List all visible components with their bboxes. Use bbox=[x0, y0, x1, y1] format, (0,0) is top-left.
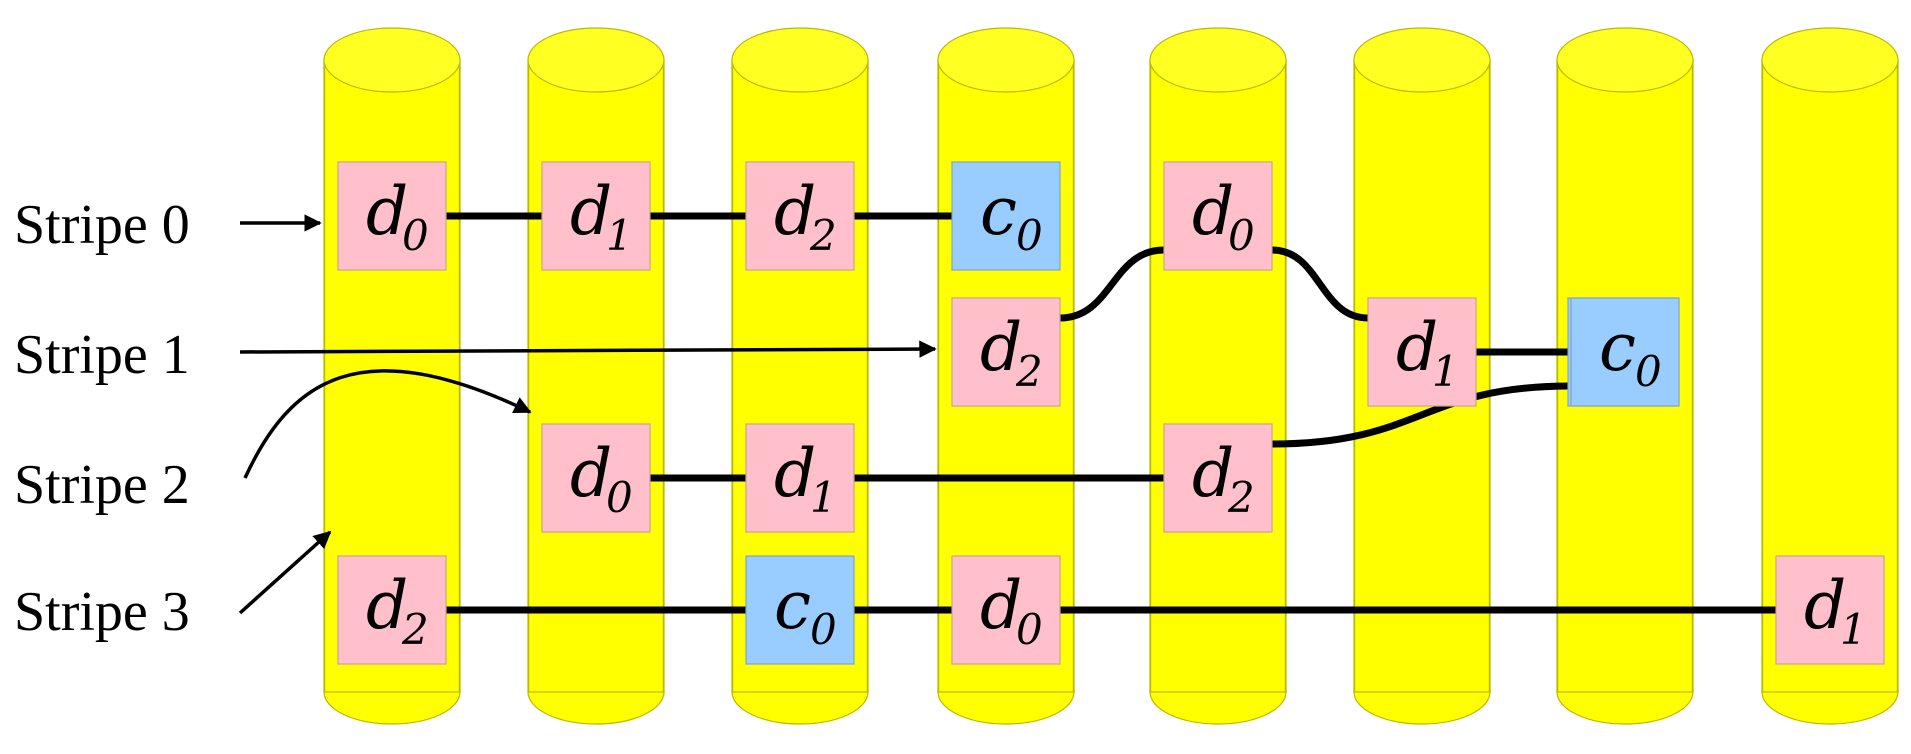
block-letter: d bbox=[366, 173, 408, 250]
block-subscript: 2 bbox=[1015, 347, 1043, 396]
block-letter: d bbox=[980, 309, 1022, 386]
block-subscript: 2 bbox=[809, 211, 837, 260]
data-block-s1-d1: d1 bbox=[1367, 297, 1477, 407]
stripe-1-label: Stripe 1 bbox=[14, 324, 190, 386]
stripe-2-label: Stripe 2 bbox=[14, 454, 190, 516]
stripe-blocks: d0d1d2c0d2d0d1c0d0d1d2c0d2c0d0d1 bbox=[337, 161, 1885, 665]
stripe-links bbox=[442, 212, 1780, 614]
link-s1-d2-to-s1-d0 bbox=[1056, 246, 1168, 322]
link-s1-d0-to-s1-d1 bbox=[1268, 246, 1372, 322]
block-subscript: 1 bbox=[1840, 605, 1867, 654]
disk-4 bbox=[1149, 27, 1287, 725]
data-block-s1-d2: d2 bbox=[951, 297, 1061, 407]
disk-1 bbox=[527, 27, 665, 725]
stripe-arrows bbox=[238, 214, 937, 615]
block-letter: d bbox=[1192, 173, 1234, 250]
data-block-s3-d0: d0 bbox=[951, 555, 1061, 665]
data-block-s3-d1: d1 bbox=[1775, 555, 1885, 665]
stripe-label-group: Stripe 0 Stripe 1 Stripe 2 Stripe 3 bbox=[14, 194, 190, 643]
data-block-s1-d0: d0 bbox=[1163, 161, 1273, 271]
block-letter: d bbox=[1396, 309, 1438, 386]
block-letter: d bbox=[570, 435, 612, 512]
block-letter: d bbox=[774, 173, 816, 250]
stripe-2-arrow bbox=[243, 369, 532, 479]
block-subscript: 0 bbox=[402, 211, 429, 260]
block-letter: d bbox=[1804, 567, 1846, 644]
stripe-3-arrow bbox=[238, 530, 332, 615]
block-subscript: 0 bbox=[1228, 211, 1255, 260]
data-block-s2-d1: d1 bbox=[745, 423, 855, 533]
block-subscript: 2 bbox=[1227, 473, 1255, 522]
block-subscript: 0 bbox=[810, 605, 837, 654]
block-subscript: 0 bbox=[1016, 605, 1043, 654]
block-subscript: 0 bbox=[1635, 347, 1662, 396]
data-block-s3-d2: d2 bbox=[337, 555, 447, 665]
block-letter: d bbox=[980, 567, 1022, 644]
block-letter: c bbox=[980, 173, 1017, 250]
block-letter: d bbox=[774, 435, 816, 512]
block-letter: c bbox=[1599, 309, 1636, 386]
data-block-s2-d2: d2 bbox=[1163, 423, 1273, 533]
stripe-3-label: Stripe 3 bbox=[14, 581, 190, 643]
block-letter: d bbox=[1192, 435, 1234, 512]
block-subscript: 0 bbox=[606, 473, 633, 522]
data-block-s2-d0: d0 bbox=[541, 423, 651, 533]
stripe-1-arrow bbox=[239, 340, 937, 358]
link-s2-d2-to-s2-c0 bbox=[1268, 382, 1575, 448]
data-block-s0-d1: d1 bbox=[541, 161, 651, 271]
block-subscript: 0 bbox=[1016, 211, 1043, 260]
block-subscript: 1 bbox=[606, 211, 633, 260]
block-letter: d bbox=[570, 173, 612, 250]
block-subscript: 1 bbox=[1432, 347, 1459, 396]
data-block-s0-d0: d0 bbox=[337, 161, 447, 271]
block-letter: d bbox=[366, 567, 408, 644]
data-block-s0-d2: d2 bbox=[745, 161, 855, 271]
stripe-0-label: Stripe 0 bbox=[14, 194, 190, 256]
block-subscript: 1 bbox=[810, 473, 837, 522]
block-letter: c bbox=[774, 567, 811, 644]
block-subscript: 2 bbox=[401, 605, 429, 654]
